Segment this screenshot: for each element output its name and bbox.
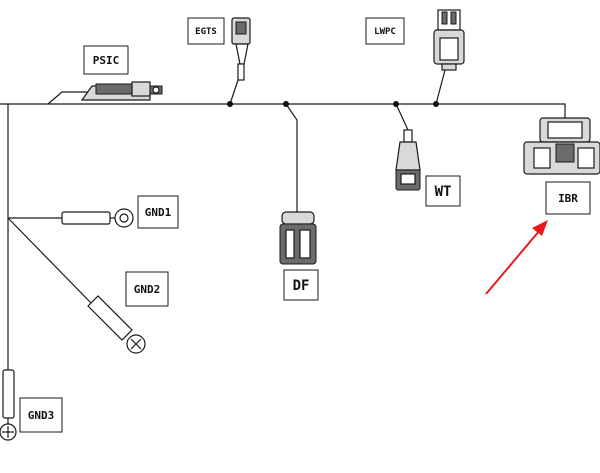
df-branch-wire bbox=[285, 103, 298, 212]
psic-branch-wire bbox=[47, 91, 88, 105]
label-gnd1-text: GND1 bbox=[145, 206, 172, 219]
wt-connector bbox=[395, 129, 421, 191]
label-lwpc-text: LWPC bbox=[374, 27, 396, 37]
label-df-text: DF bbox=[293, 278, 310, 294]
label-lwpc: LWPC bbox=[365, 17, 405, 45]
egts-connector bbox=[231, 17, 251, 81]
junction-node-lwpc bbox=[433, 101, 439, 107]
junction-node-wt bbox=[393, 101, 399, 107]
label-gnd2: GND2 bbox=[125, 271, 169, 307]
label-psic-text: PSIC bbox=[93, 54, 120, 67]
gnd2-terminal bbox=[87, 295, 146, 354]
label-gnd2-text: GND2 bbox=[134, 283, 161, 296]
label-gnd3: GND3 bbox=[19, 397, 63, 433]
gnd1-terminal bbox=[61, 208, 134, 228]
df-connector bbox=[279, 211, 317, 265]
wt-branch-wire bbox=[395, 103, 409, 131]
label-psic: PSIC bbox=[83, 45, 129, 75]
gnd3-terminal bbox=[0, 369, 17, 441]
gnd2-branch-wire bbox=[7, 217, 93, 305]
label-gnd1: GND1 bbox=[137, 195, 179, 229]
label-egts-text: EGTS bbox=[195, 27, 217, 37]
lwpc-connector bbox=[433, 9, 465, 71]
label-wt: WT bbox=[425, 175, 461, 207]
label-df: DF bbox=[283, 269, 319, 301]
lwpc-branch-wire bbox=[435, 69, 446, 105]
psic-connector bbox=[80, 81, 163, 101]
junction-node-df bbox=[283, 101, 289, 107]
label-wt-text: WT bbox=[435, 184, 452, 200]
egts-branch-wire bbox=[229, 79, 239, 105]
red-arrow-annotation bbox=[485, 220, 548, 295]
label-egts: EGTS bbox=[187, 17, 225, 45]
main-trunk-wire bbox=[0, 103, 566, 118]
label-ibr: IBR bbox=[545, 181, 591, 215]
label-ibr-text: IBR bbox=[558, 192, 578, 205]
junction-node-egts bbox=[227, 101, 233, 107]
ibr-connector bbox=[523, 117, 600, 175]
label-gnd3-text: GND3 bbox=[28, 409, 55, 422]
